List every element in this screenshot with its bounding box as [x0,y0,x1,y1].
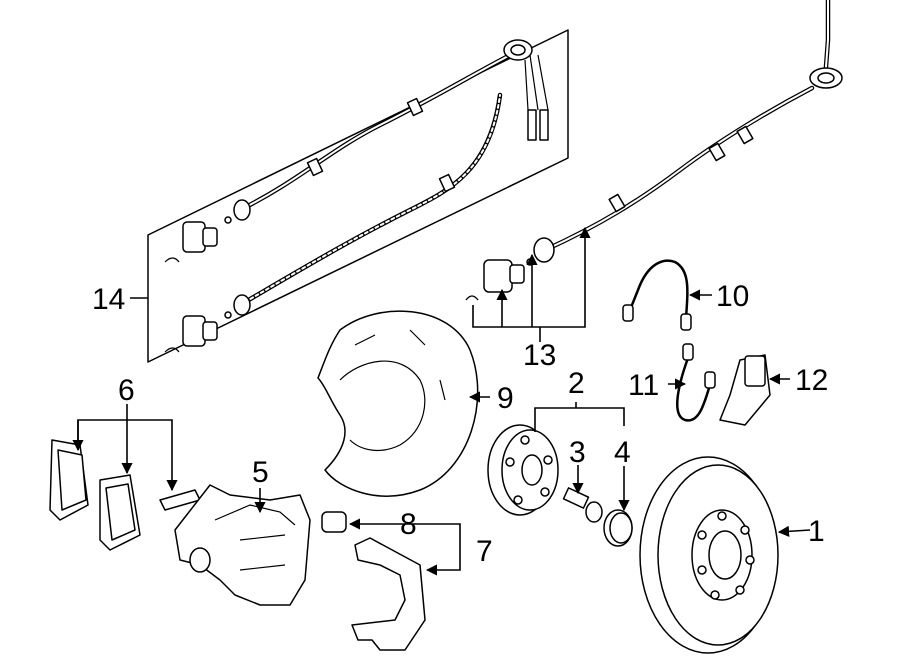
backing-plate [317,310,479,497]
callout-13: 13 [523,339,556,372]
brake-pads [49,439,201,551]
callout-labels: 1 2 3 4 5 6 7 8 9 10 11 12 13 14 [92,280,828,568]
callout-10: 10 [716,280,749,313]
dust-cap [603,509,633,547]
brake-rotor [639,456,779,654]
abs-sensor [719,354,771,426]
callout-2: 2 [568,367,585,400]
callout-14: 14 [92,283,125,316]
caliper-bracket [351,537,426,651]
sensor-kit-box [147,29,569,363]
leader-lines [72,226,811,576]
callout-1: 1 [808,515,825,548]
guide-bushing [321,511,347,533]
callout-11: 11 [628,369,659,402]
callout-8: 8 [400,508,417,541]
wheel-speed-sensor [465,0,843,301]
callout-12: 12 [795,364,828,397]
hub-bolt [562,487,603,523]
pad-wear-sensor [676,343,716,422]
callout-7: 7 [476,535,493,568]
brake-wear-sensor [622,259,692,331]
wheel-hub [487,424,559,516]
callout-6: 6 [118,374,135,407]
callout-3: 3 [569,436,586,469]
callout-4: 4 [614,436,631,469]
brake-caliper [174,484,311,606]
callout-9: 9 [497,382,514,415]
callout-5: 5 [252,456,269,489]
